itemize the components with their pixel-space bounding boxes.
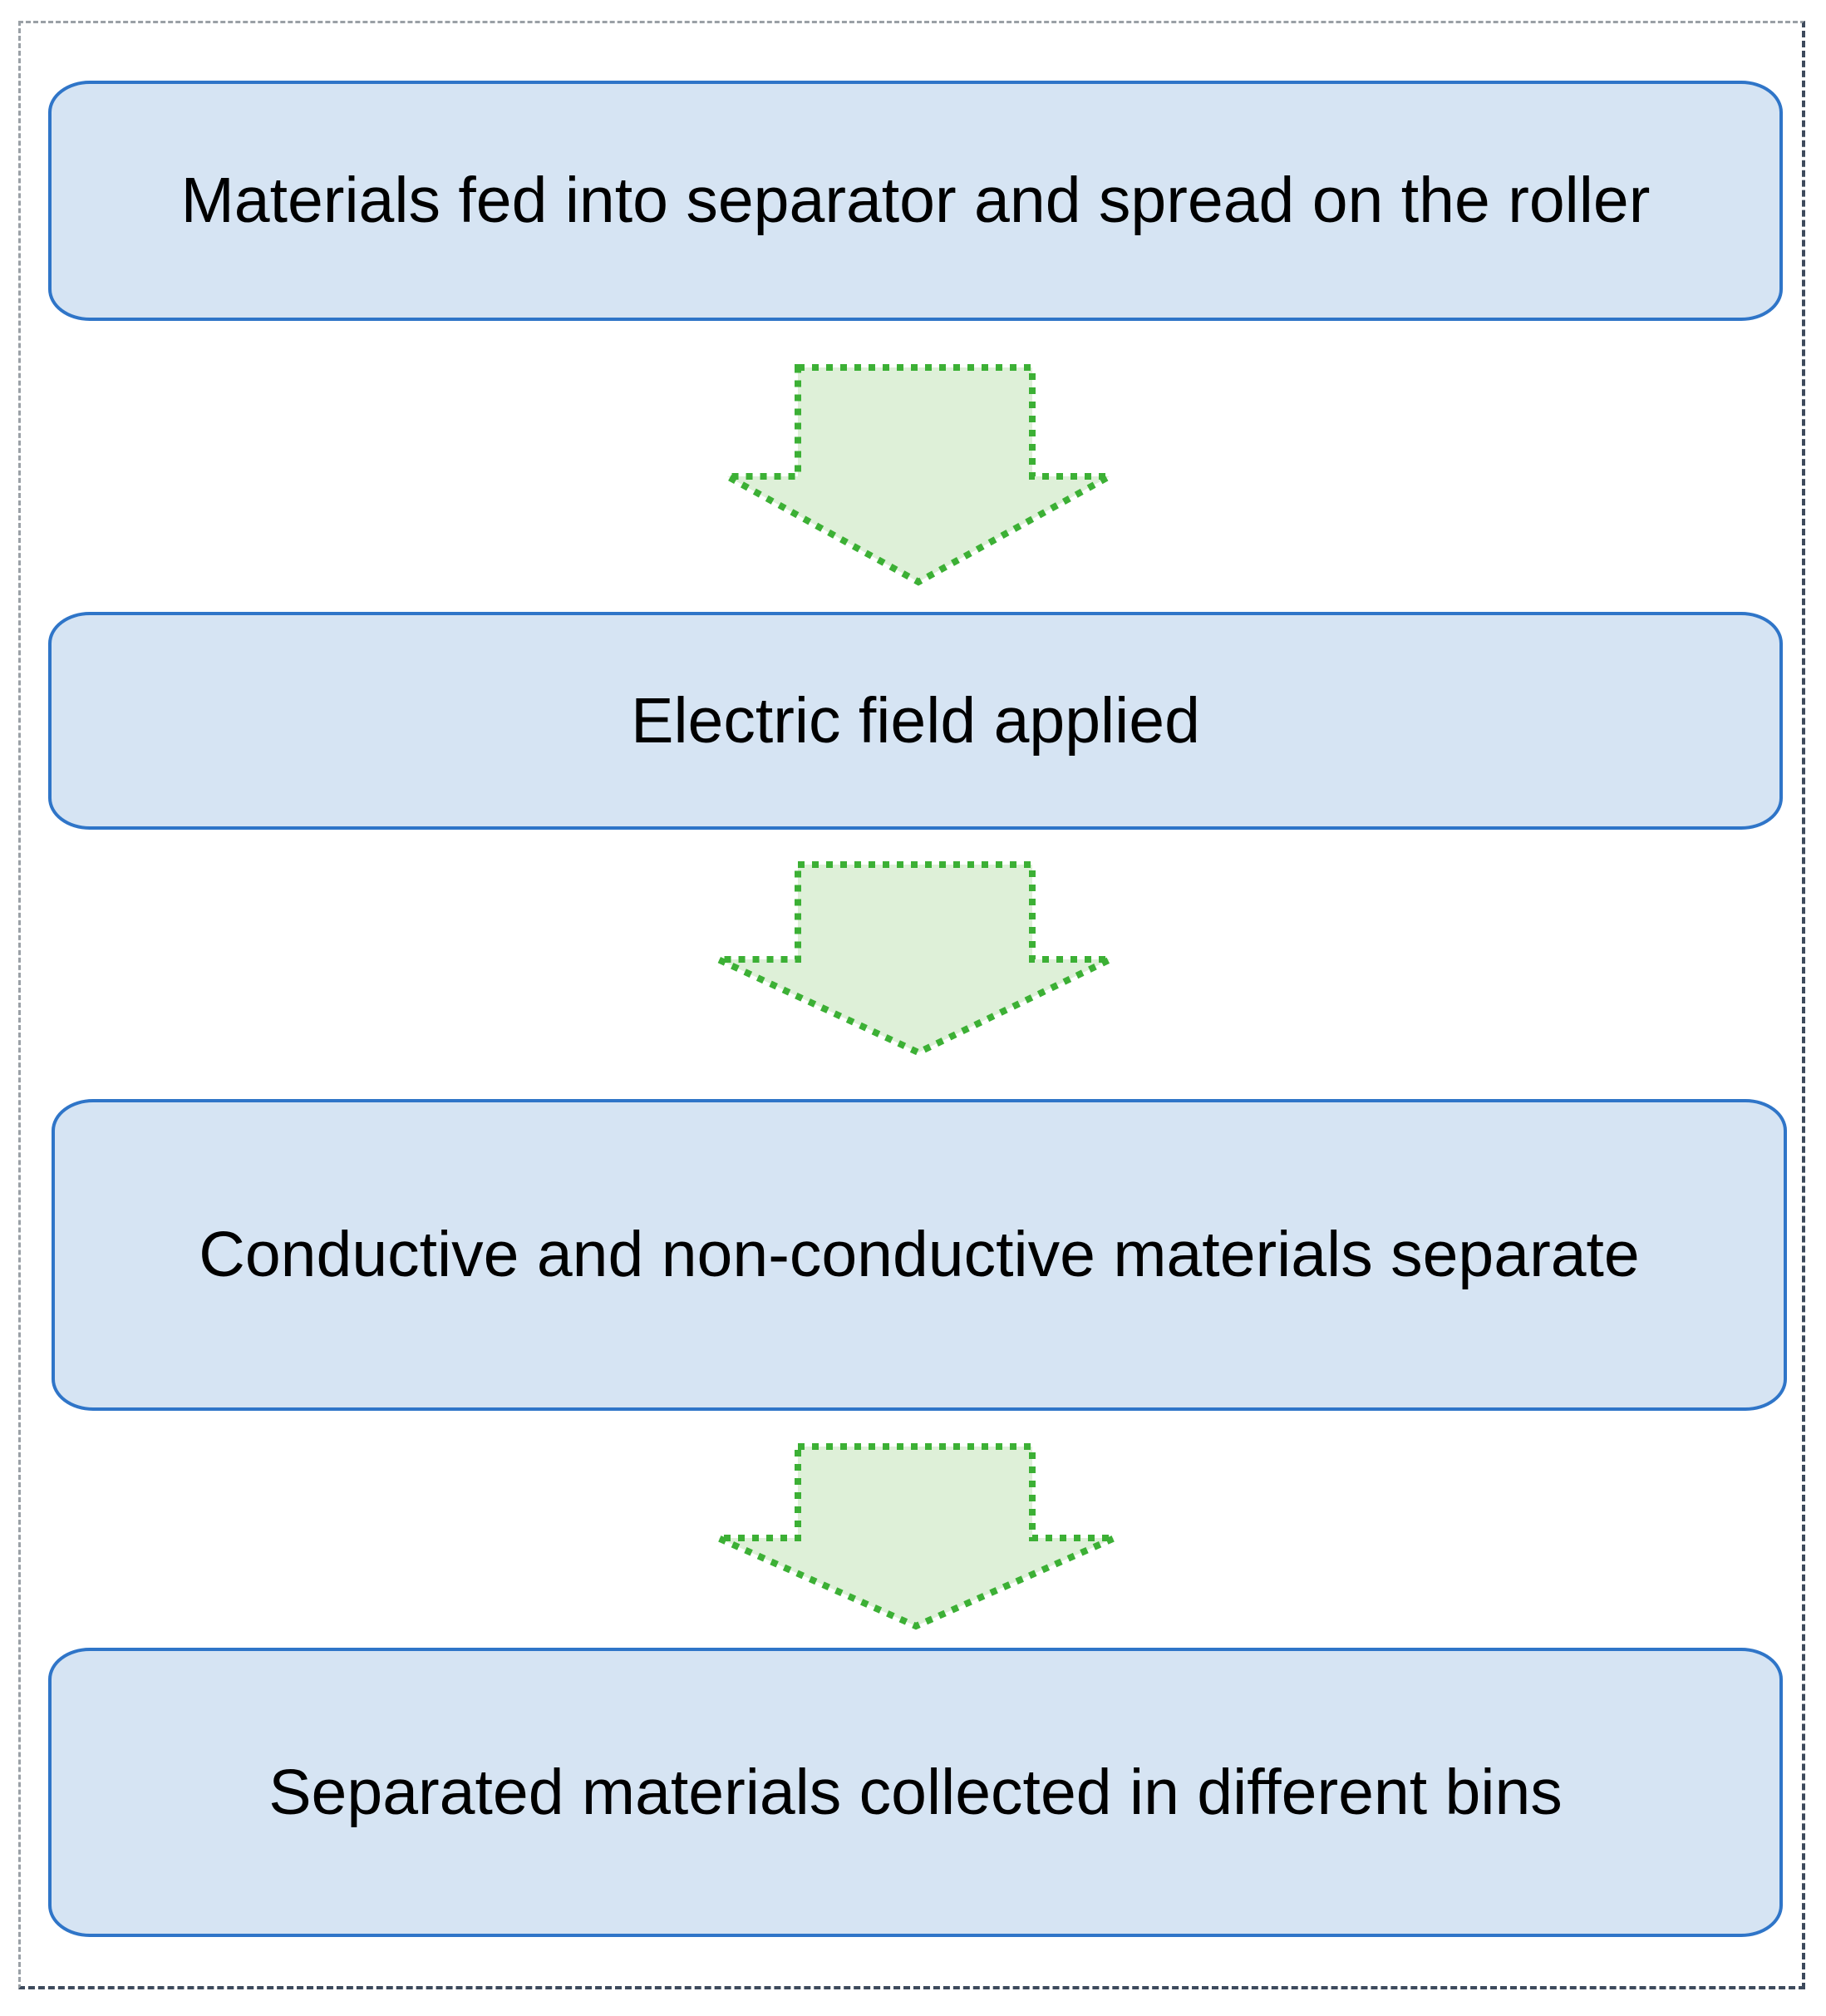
flow-step-4-label: Separated materials collected in differe… <box>268 1756 1563 1828</box>
flow-step-3-label: Conductive and non-conductive materials … <box>199 1219 1640 1291</box>
down-arrow-icon <box>716 861 1112 1057</box>
diagram-frame <box>18 21 1805 1989</box>
down-arrow-icon <box>716 1443 1116 1630</box>
flow-step-2: Electric field applied <box>48 612 1783 830</box>
flow-step-1-label: Materials fed into separator and spread … <box>180 165 1651 237</box>
flow-step-3: Conductive and non-conductive materials … <box>52 1099 1787 1411</box>
down-arrow-icon <box>726 364 1111 586</box>
flow-step-2-label: Electric field applied <box>631 684 1200 757</box>
flow-step-4: Separated materials collected in differe… <box>48 1648 1783 1937</box>
flow-step-1: Materials fed into separator and spread … <box>48 81 1783 321</box>
